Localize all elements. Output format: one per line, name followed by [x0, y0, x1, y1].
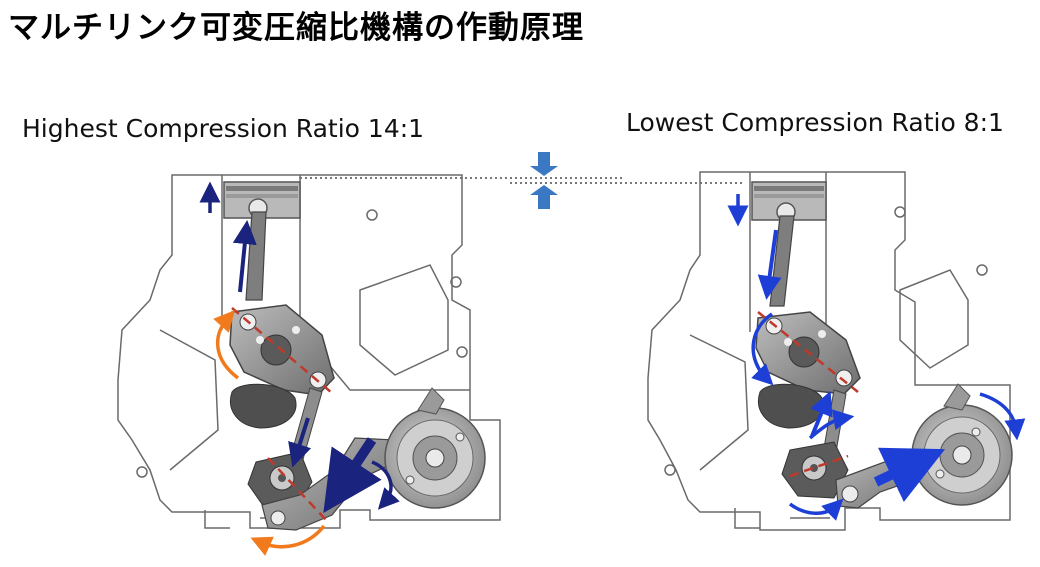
right-lower-link-rotation-arrow-icon [751, 312, 774, 386]
right-drive-rotation-arrow-icon [979, 392, 1026, 441]
right-crank-counterweight [758, 383, 824, 429]
right-control-link-arrow-icon [810, 390, 833, 437]
stroke-difference-indicator-icon [530, 152, 558, 209]
highest-ratio-label: Highest Compression Ratio 14:1 [22, 114, 425, 143]
left-upper-link-arrow-icon [232, 220, 257, 293]
left-lower-link-rotation-arrow-icon [213, 310, 240, 380]
right-control-shaft [781, 441, 849, 499]
right-crank-rotation-arrow-icon [808, 409, 855, 440]
left-control-shaft-rotation-arrow-icon [250, 524, 326, 556]
left-lower-link-centerline [231, 307, 333, 394]
right-piston [751, 181, 827, 222]
left-crank-counterweight [230, 383, 297, 429]
lowest-ratio-label: Lowest Compression Ratio 8:1 [626, 108, 1004, 137]
right-lower-link-centerline [757, 311, 859, 393]
left-actuator-arrow-icon [323, 437, 382, 513]
left-drive-rotation-arrow-icon [371, 460, 400, 510]
right-control-shaft-rotation-arrow-icon [788, 498, 844, 521]
left-upper-link [245, 211, 267, 301]
right-control-shaft-centerline [789, 454, 849, 478]
page-title: マルチリンク可変圧縮比機構の作動原理 [8, 10, 584, 46]
right-upper-link-arrow-icon [757, 229, 782, 300]
right-actuator-arrow-icon [873, 447, 946, 502]
left-harmonic-drive [384, 387, 486, 509]
left-control-link-arrow-icon [288, 417, 312, 468]
